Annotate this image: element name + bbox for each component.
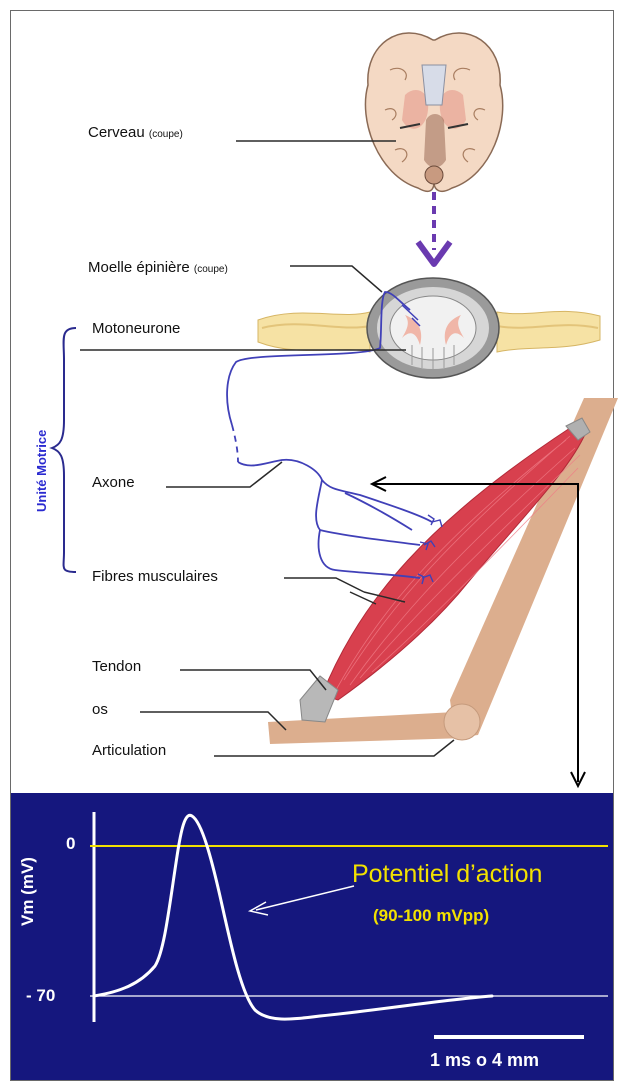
scale-label: 1 ms o 4 mm: [430, 1050, 539, 1071]
action-potential-subtitle: (90-100 mVpp): [373, 906, 489, 926]
y-tick-zero: 0: [66, 834, 75, 854]
annotation-arrow: [256, 886, 354, 910]
y-tick-minus70: - 70: [26, 986, 55, 1006]
y-axis-label: Vm (mV): [18, 857, 38, 926]
action-potential-title: Potentiel d’action: [352, 860, 542, 889]
